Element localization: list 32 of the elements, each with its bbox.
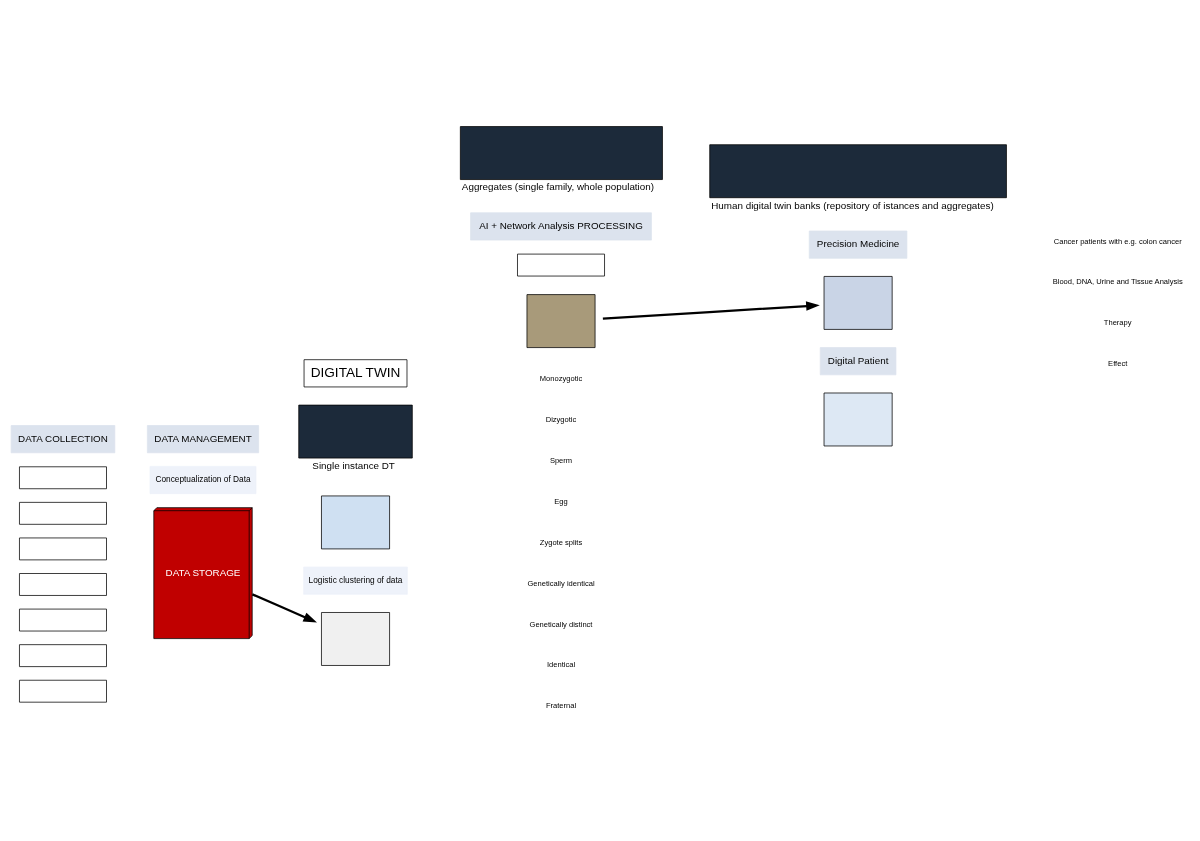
node-box: DATA MANAGEMENT [147,424,259,453]
label: Therapy [1103,317,1132,327]
node-box: DATA COLLECTION [10,424,116,453]
node-box [19,465,107,489]
node-label: Aggregates (single family, whole population) [461,180,654,192]
label: Identical [546,659,576,669]
node-box [19,572,107,596]
label: Dizygotic [545,414,577,424]
label: Zygote splits [539,537,583,547]
arrow [251,592,317,622]
label: Fraternal [545,700,577,710]
label: Cancer patients with e.g. colon cancer [1053,236,1182,246]
label: Monozygotic [539,373,583,383]
label: Sperm [549,455,573,465]
node-box [19,679,107,703]
node-box [19,608,107,631]
node-box [517,253,605,276]
label: Blood, DNA, Urine and Tissue Analysis [1052,276,1183,286]
node-box [19,643,107,667]
label: Genetically identical [527,578,595,588]
label: Genetically distinct [529,619,593,628]
label: Egg [554,496,568,506]
label: Effect [1108,358,1128,368]
node-label: Human digital twin banks (repository of istances and aggregates) [711,199,994,211]
node-label: Single instance DT [312,459,395,471]
arrow [602,300,820,320]
node-box [19,537,107,560]
node-box: Digital Patient [819,346,897,375]
node-box: Precision Medicine [808,230,908,259]
node-box: DIGITAL TWIN [303,358,408,387]
node-box [19,501,107,525]
node-box: AI + Network Analysis PROCESSING [470,211,652,240]
